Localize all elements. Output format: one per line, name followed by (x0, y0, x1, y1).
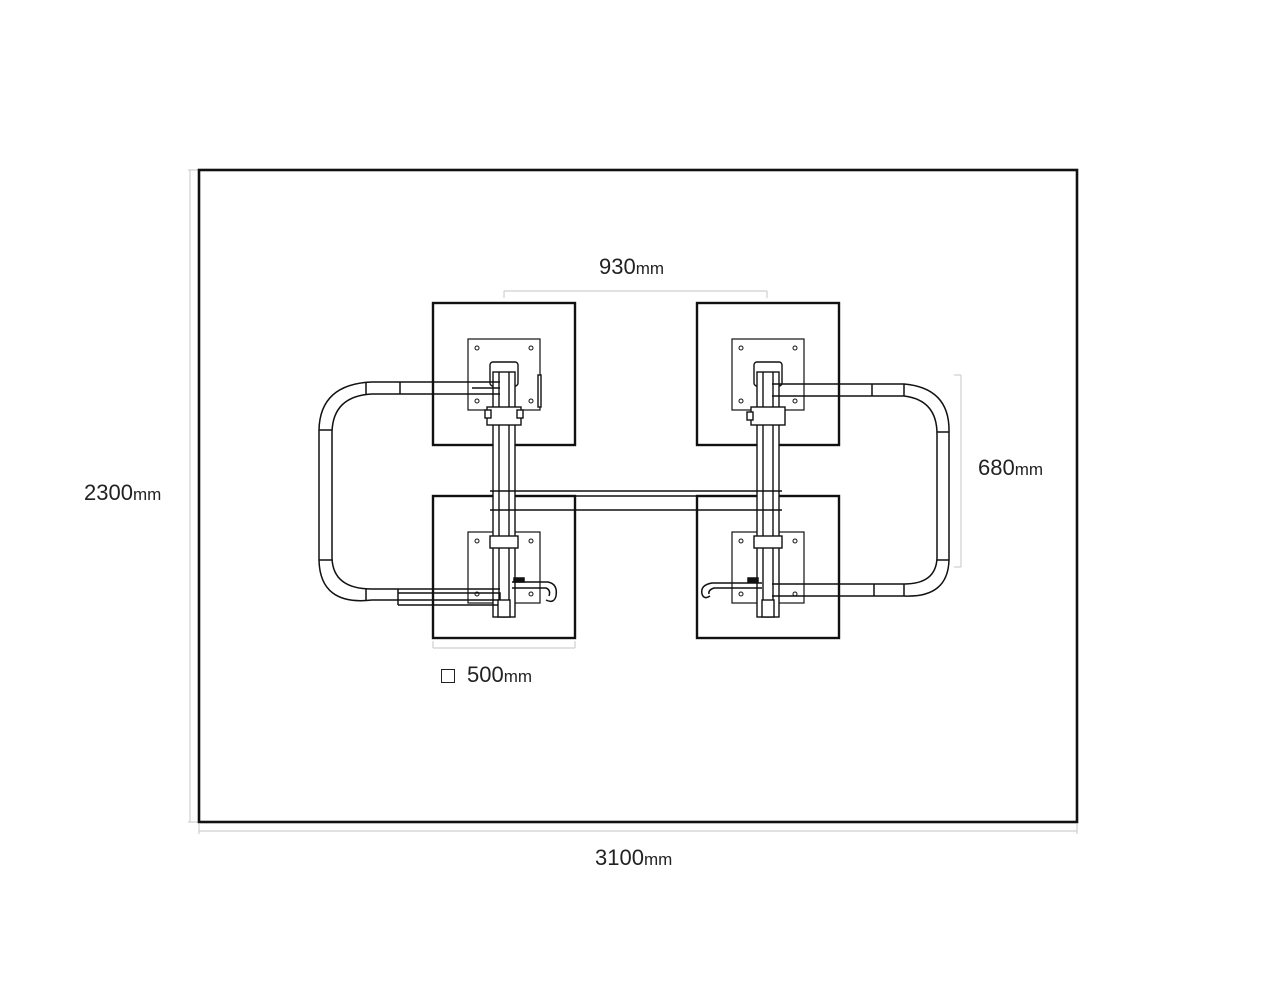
dimension-lines (188, 169, 1078, 834)
column-spacing-label: 930mm (599, 256, 664, 280)
connecting-beam (490, 490, 782, 511)
room-outline (197, 168, 1079, 824)
room-depth-value: 2300 (84, 480, 133, 505)
row-spacing-label: 680mm (978, 457, 1043, 481)
column-spacing-unit: mm (635, 259, 665, 278)
base-plate-unit: mm (503, 667, 533, 686)
bracket-bolts (474, 345, 798, 597)
base-plate-value: 500 (467, 662, 504, 687)
column-spacing-value: 930 (599, 254, 636, 279)
room-width-value: 3100 (595, 845, 644, 870)
vertical-posts (484, 361, 786, 618)
room-width-unit: mm (643, 850, 673, 869)
post-feet (497, 599, 775, 618)
room-depth-unit: mm (132, 485, 162, 504)
room-width-label: 3100mm (595, 847, 672, 871)
curved-handles (512, 577, 762, 603)
left-handrail (318, 381, 501, 606)
square-plate-icon (441, 669, 455, 683)
row-spacing-unit: mm (1014, 460, 1044, 479)
room-depth-label: 2300mm (84, 482, 161, 506)
right-handrail (772, 383, 950, 597)
row-spacing-value: 680 (978, 455, 1015, 480)
base-plate-label: 500mm (441, 664, 532, 688)
